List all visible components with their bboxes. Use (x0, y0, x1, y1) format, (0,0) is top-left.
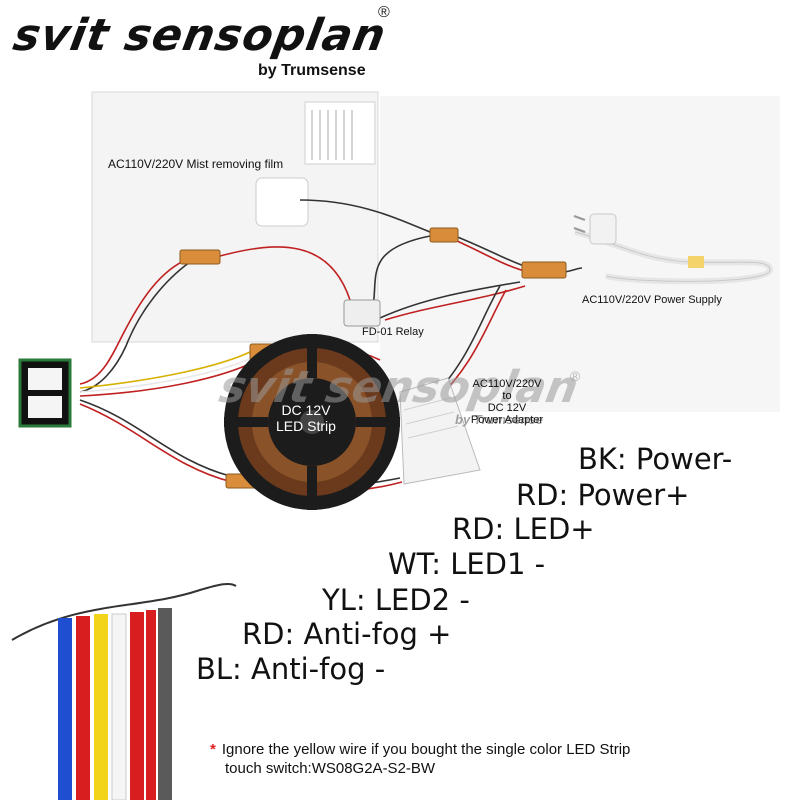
legend-bk-power-minus: BK: Power- (578, 442, 733, 476)
film-label-sticker (304, 101, 376, 165)
adapter-label-line: AC110V/220V (472, 378, 542, 390)
adapter-label-line: Power Adapter (470, 414, 544, 427)
power-supply-label: AC110V/220V Power Supply (582, 294, 722, 306)
led-strip-label-line: DC 12V (281, 402, 331, 418)
legend-rd-antifog-plus: RD: Anti-fog + (242, 617, 452, 651)
power-adapter (399, 377, 481, 485)
legend-rd-led-plus: RD: LED+ (452, 512, 595, 546)
ribbon-red-1 (76, 616, 90, 800)
ribbon-red-2 (130, 612, 144, 800)
led-strip-label-line: LED Strip (276, 418, 336, 435)
watermark-subtitle: by Trumsense (455, 412, 543, 427)
ribbon-yellow (94, 614, 108, 800)
brand-registered-mark: ® (378, 4, 390, 21)
mist-film-label: AC110V/220V Mist removing film (108, 157, 284, 171)
ribbon-red-3 (146, 610, 156, 800)
touch-switch (18, 358, 72, 428)
footnote-line-1: * Ignore the yellow wire if you bought th… (210, 741, 630, 759)
wire-color-ribbon (11, 582, 237, 800)
led-strip-label: DC 12V LED Strip (276, 402, 336, 434)
film-terminal-pad (255, 177, 309, 227)
power-plug (589, 213, 617, 245)
adapter-label-line: DC 12V (487, 402, 527, 415)
relay-label: FD-01 Relay (362, 326, 424, 338)
footnote-text: Ignore the yellow wire if you bought the… (221, 741, 631, 758)
fd01-relay (343, 299, 381, 327)
brand-subtitle: by Trumsense (258, 62, 366, 79)
watermark-registered-mark: ® (570, 368, 581, 384)
led-strip-reel (224, 334, 400, 510)
ribbon-blue (58, 618, 72, 800)
legend-rd-power-plus: RD: Power+ (516, 478, 690, 512)
adapter-label-line: to (502, 390, 512, 403)
footnote-line-2: touch switch:WS08G2A-S2-BW (225, 760, 436, 777)
footnote-marker: * (210, 741, 216, 758)
legend-yl-led2-minus: YL: LED2 - (322, 583, 470, 617)
power-adapter-label: AC110V/220V to DC 12V Power Adapter (452, 378, 562, 426)
legend-wt-led1-minus: WT: LED1 - (388, 547, 546, 581)
legend-bl-antifog-minus: BL: Anti-fog - (196, 652, 386, 686)
ribbon-grey (158, 608, 172, 800)
ribbon-white (111, 613, 127, 800)
